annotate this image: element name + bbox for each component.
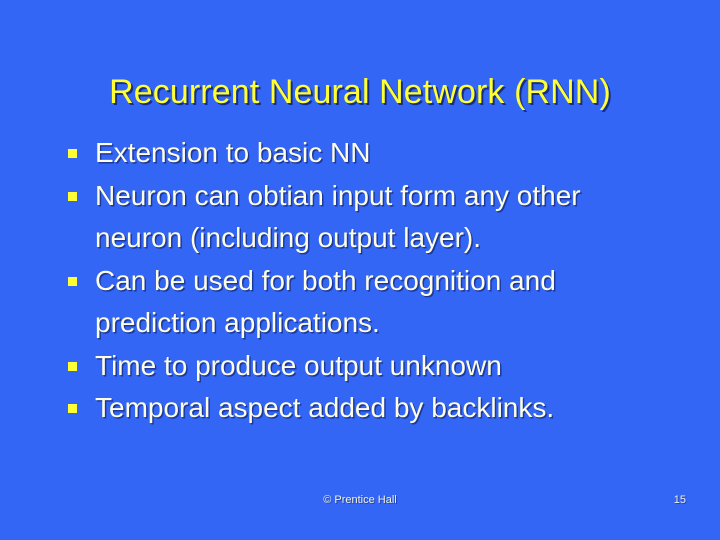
list-item: Temporal aspect added by backlinks. xyxy=(62,387,662,430)
list-item-label: Can be used for both recognition and pre… xyxy=(95,264,556,339)
list-item-label: Extension to basic NN xyxy=(95,137,371,168)
list-item: Neuron can obtian input form any other n… xyxy=(62,175,662,260)
list-item-label: Neuron can obtian input form any other n… xyxy=(95,179,581,254)
filled-square-bullet-icon xyxy=(68,404,77,413)
filled-square-bullet-icon xyxy=(68,149,77,158)
list-item-label: Temporal aspect added by backlinks. xyxy=(95,392,555,423)
filled-square-bullet-icon xyxy=(68,276,77,286)
list-item: Extension to basic NN xyxy=(62,132,662,175)
list-item-label: Time to produce output unknown xyxy=(95,349,502,381)
list-item: Time to produce output unknown xyxy=(62,345,662,388)
footer-page-number: 15 xyxy=(673,494,686,506)
filled-square-bullet-icon xyxy=(68,191,77,201)
filled-square-bullet-icon xyxy=(68,361,77,371)
list-item: Can be used for both recognition and pre… xyxy=(62,260,662,345)
bullet-list: Extension to basic NN Neuron can obtian … xyxy=(62,132,662,430)
footer-copyright: © Prentice Hall xyxy=(323,494,397,506)
page-title: Recurrent Neural Network (RNN) xyxy=(109,72,611,111)
